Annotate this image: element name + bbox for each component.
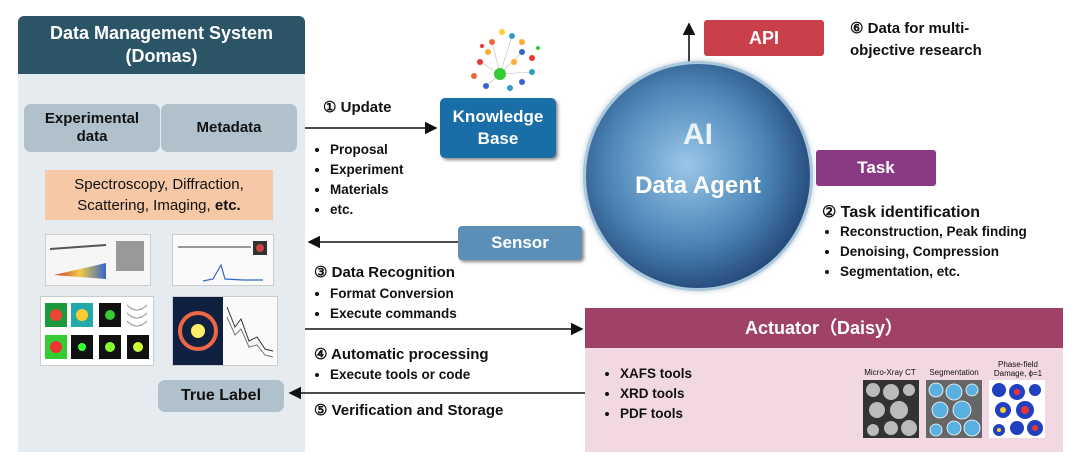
update-item: Experiment	[330, 160, 404, 180]
diffraction-image	[173, 235, 273, 285]
recognition-list: Format Conversion Execute commands	[312, 284, 457, 324]
phase-field-caption: Phase-field Damage, ϕ=1	[986, 360, 1050, 378]
methods-line1: Spectroscopy, Diffraction,	[74, 176, 244, 193]
dms-title: Data Management System (Domas)	[18, 16, 305, 74]
actuator-tools-list: XAFS tools XRD tools PDF tools	[602, 364, 692, 424]
micro-ct-caption: Micro-Xray CT	[864, 368, 916, 377]
data-for-research: ⑥ Data for multi- objective research	[850, 18, 982, 62]
update-item: etc.	[330, 200, 404, 220]
recognition-item: Format Conversion	[330, 284, 457, 304]
phase-phi: ϕ=1	[1028, 369, 1043, 378]
actuator-tool: XAFS tools	[620, 364, 692, 384]
spectroscopy-image	[46, 235, 150, 285]
api-box: API	[704, 20, 824, 56]
segmentation-caption: Segmentation	[929, 368, 979, 377]
kb-line1: Knowledge	[452, 107, 544, 126]
task-item: Segmentation, etc.	[840, 262, 1027, 282]
update-list: Proposal Experiment Materials etc.	[312, 140, 404, 220]
scattering-image	[173, 297, 277, 365]
thumbnail-diffraction	[172, 234, 274, 286]
task-item: Reconstruction, Peak finding	[840, 222, 1027, 242]
dms-title-line2: (Domas)	[125, 46, 198, 66]
knowledge-base-box: Knowledge Base	[440, 98, 556, 158]
network-graph-icon	[471, 29, 540, 91]
thumbnail-scattering	[172, 296, 278, 366]
task-item: Denoising, Compression	[840, 242, 1027, 262]
experimental-data-pill: Experimental data	[24, 104, 160, 152]
task-box: Task	[816, 150, 936, 186]
segmentation-image	[926, 380, 982, 438]
data-for-line1: ⑥ Data for multi-	[850, 20, 970, 37]
experimental-line1: Experimental	[44, 110, 140, 127]
step-update: ① Update	[323, 99, 392, 116]
phase-line1: Phase-field	[997, 360, 1039, 369]
data-agent-circle	[586, 64, 810, 288]
processing-item: Execute tools or code	[330, 365, 470, 385]
data-for-line2: objective research	[850, 42, 982, 59]
agent-ai-text: AI	[683, 118, 713, 151]
actuator-bar: Actuator（Daisy）	[585, 308, 1063, 348]
thumbnail-spectroscopy	[45, 234, 151, 286]
imaging-image	[41, 297, 153, 365]
processing-list: Execute tools or code	[312, 365, 470, 385]
update-item: Materials	[330, 180, 404, 200]
update-item: Proposal	[330, 140, 404, 160]
methods-line2: Scattering, Imaging,	[77, 197, 215, 214]
recognition-item: Execute commands	[330, 304, 457, 324]
micro-ct-image	[863, 380, 919, 438]
actuator-panel	[585, 348, 1063, 452]
kb-line2: Base	[477, 129, 519, 148]
methods-box: Spectroscopy, Diffraction, Scattering, I…	[45, 170, 273, 220]
metadata-pill: Metadata	[161, 104, 297, 152]
actuator-tool: XRD tools	[620, 384, 692, 404]
step-verification: ⑤ Verification and Storage	[314, 402, 504, 419]
phase-line2: Damage,	[993, 369, 1029, 378]
step-task-id: ② Task identification	[822, 204, 981, 221]
sensor-box: Sensor	[458, 226, 582, 260]
step-recognition: ③ Data Recognition	[314, 264, 455, 281]
task-list: Reconstruction, Peak finding Denoising, …	[822, 222, 1027, 282]
experimental-line2: data	[76, 128, 108, 145]
step-processing: ④ Automatic processing	[314, 346, 489, 363]
actuator-tool: PDF tools	[620, 404, 692, 424]
dms-title-line1: Data Management System	[49, 23, 274, 43]
methods-etc: etc.	[214, 197, 241, 214]
thumbnail-imaging	[40, 296, 154, 366]
phase-field-image	[989, 380, 1045, 438]
true-label-pill: True Label	[158, 380, 284, 412]
agent-label: Data Agent	[635, 172, 761, 199]
